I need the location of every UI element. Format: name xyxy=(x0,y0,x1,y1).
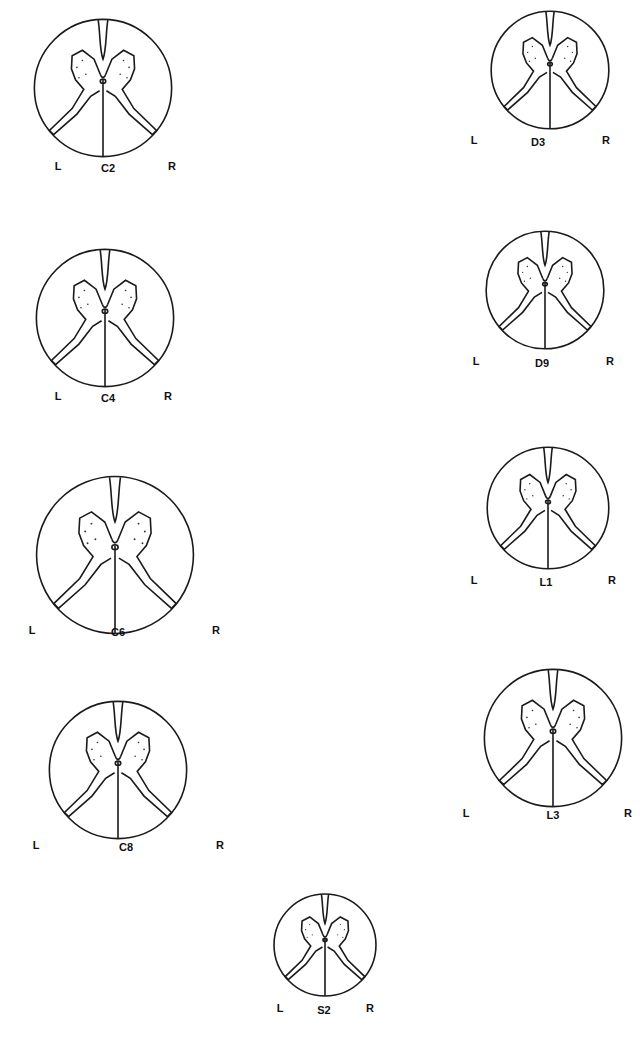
cord-section-d3 xyxy=(491,11,609,129)
side-label: L xyxy=(471,135,478,146)
side-label: L xyxy=(463,808,470,819)
side-label: R xyxy=(608,575,616,586)
cord-section-l1 xyxy=(487,447,609,569)
side-label: L xyxy=(29,625,36,636)
cord-section-l3 xyxy=(484,669,621,806)
cord-section-c6 xyxy=(37,477,194,634)
level-label: C8 xyxy=(119,842,133,853)
side-label: R xyxy=(168,161,176,172)
side-label: L xyxy=(33,840,40,851)
side-label: R xyxy=(606,356,614,367)
level-label: C4 xyxy=(101,393,115,404)
side-label: L xyxy=(55,161,62,172)
cord-section-s2 xyxy=(274,894,376,996)
level-label: L1 xyxy=(540,577,553,588)
side-label: R xyxy=(366,1003,374,1014)
side-label: L xyxy=(473,356,480,367)
level-label: D9 xyxy=(535,358,549,369)
cord-section-c8 xyxy=(49,701,186,838)
side-label: L xyxy=(55,391,62,402)
side-label: R xyxy=(212,625,220,636)
level-label: C6 xyxy=(111,627,125,638)
level-label: L3 xyxy=(547,810,560,821)
level-label: S2 xyxy=(317,1005,330,1016)
level-label: D3 xyxy=(531,137,545,148)
side-label: L xyxy=(277,1003,284,1014)
side-label: R xyxy=(624,808,632,819)
level-label: C2 xyxy=(101,163,115,174)
side-label: R xyxy=(216,840,224,851)
side-label: R xyxy=(164,391,172,402)
side-label: L xyxy=(471,575,478,586)
cord-section-c2 xyxy=(34,19,171,156)
cord-section-c4 xyxy=(36,249,173,386)
cord-section-d9 xyxy=(486,231,604,349)
side-label: R xyxy=(602,135,610,146)
